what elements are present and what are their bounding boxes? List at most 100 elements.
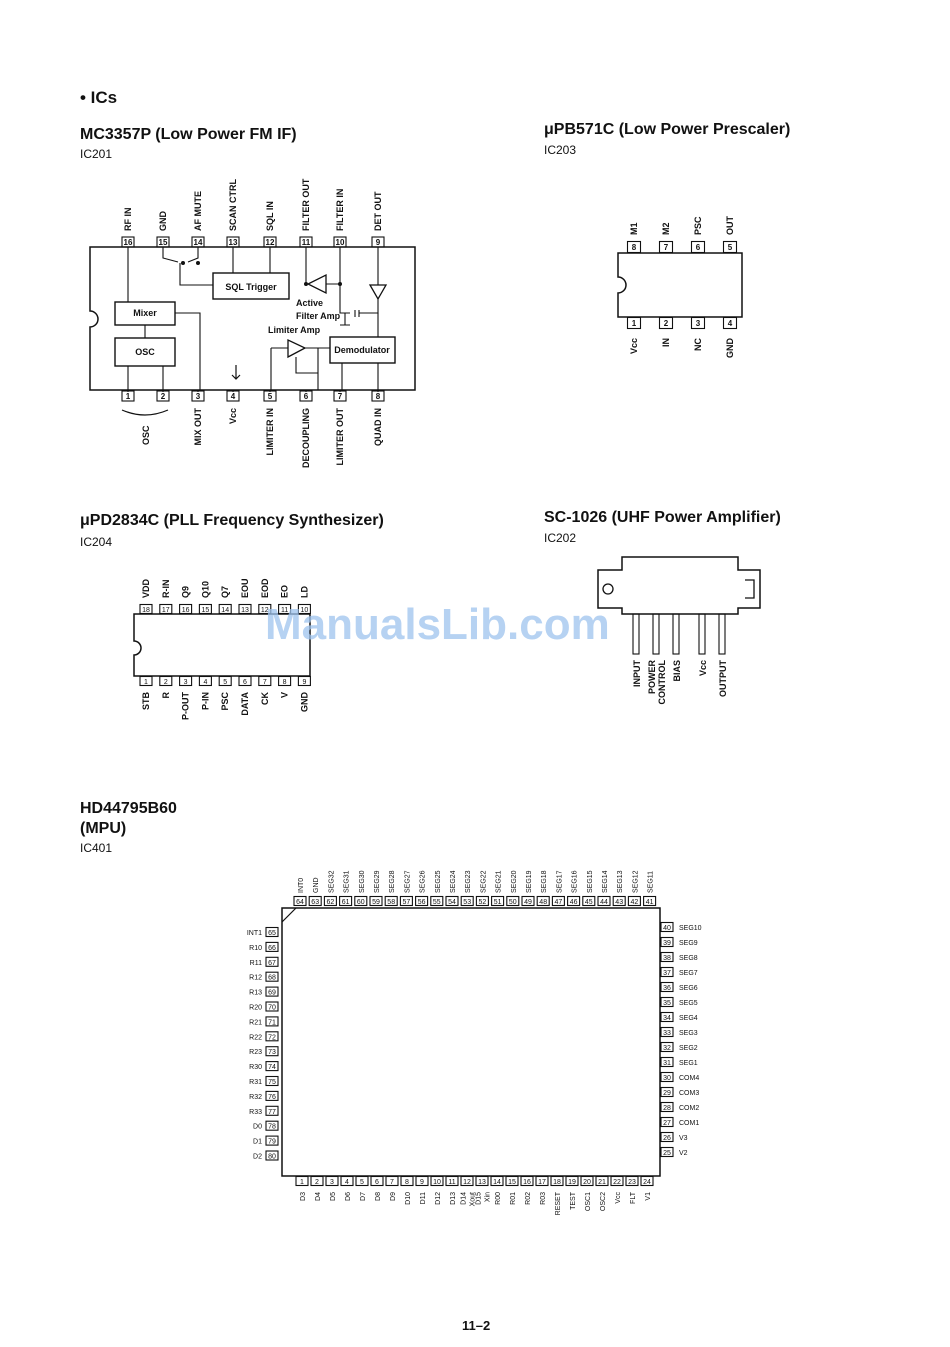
hd44795-pin-8-box [400, 1175, 414, 1187]
hd44795-pin-66-box [265, 941, 279, 952]
hd44795-pin-24-label: V1 [645, 1192, 652, 1201]
hd44795-pin-59-box [369, 895, 383, 907]
hd44795-pin-31-label: SEG1 [679, 1060, 698, 1067]
hd44795-pin-18-label: RESET [555, 1191, 562, 1215]
hd44795-pin-5-label: D7 [360, 1192, 367, 1201]
hd44795-pin-72-number: 72 [268, 1034, 276, 1041]
mc3357p-pin-4-label: Vcc [228, 408, 238, 424]
hd44795-pin-17-number: 17 [538, 1179, 546, 1186]
hd44795-pin-26-label: V3 [679, 1135, 688, 1142]
upd2834c-pin-17-number: 17 [162, 607, 170, 614]
hd44795-pin-46-box [567, 895, 581, 907]
upd2834c-pin-10-label: LD [299, 586, 309, 598]
hd44795-pin-13-number: 13 [478, 1179, 486, 1186]
hd44795-pin-22-number: 22 [613, 1179, 621, 1186]
hd44795-pin-5-box [355, 1175, 369, 1187]
mc3357p-pin-9-label: DET OUT [373, 191, 383, 231]
hd44795-pin-71-number: 71 [268, 1019, 276, 1026]
hd44795-pin-59-number: 59 [372, 899, 380, 906]
hd44795-pin-57-label: SEG27 [404, 870, 411, 893]
mc3357p-pin-1-number: 1 [126, 392, 131, 401]
hd44795-pin-18-box [550, 1175, 564, 1187]
hd44795-pin-62-label: SEG32 [328, 870, 335, 893]
upd2834c-pin-1-number: 1 [144, 679, 148, 686]
upd2834c-pin-15-label: Q10 [200, 581, 210, 598]
sc1026-pin-2-label-1: POWER [647, 660, 657, 695]
hd44795-pin-63-number: 63 [311, 899, 319, 906]
hd44795-pin-67-number: 67 [268, 960, 276, 967]
hd44795-pin-62-box [323, 895, 337, 907]
mc3357p-pin-11-label: FILTER OUT [301, 178, 311, 231]
hd44795-pin-55-number: 55 [433, 899, 441, 906]
hd44795-pin-6-number: 6 [375, 1179, 379, 1186]
sc1026-pin-3-label: BIAS [672, 660, 682, 682]
hd44795-pin-23-number: 23 [628, 1179, 636, 1186]
hd44795-pin-42-box [627, 895, 641, 907]
upd2834c-pin-3-label: P-OUT [181, 692, 191, 721]
hd44795-pin-76-number: 76 [268, 1094, 276, 1101]
upd2834c-pin-5-number: 5 [223, 679, 227, 686]
mc3357p-pin-12-label: SQL IN [265, 201, 275, 231]
hd44795-pin-50-label: SEG20 [511, 870, 518, 893]
upb571c-title: μPB571C (Low Power Prescaler) [544, 121, 791, 138]
hd44795-pin-9-box [415, 1175, 429, 1187]
sc1026-ref: IC202 [544, 531, 577, 545]
hd44795-pin-10-label: D12 [435, 1192, 442, 1205]
hd44795-ref: IC401 [80, 841, 113, 855]
hd44795-pin-28-label: COM2 [679, 1105, 699, 1112]
hd44795-pin-60-number: 60 [357, 899, 365, 906]
upd2834c-pin-17-label: R-IN [161, 580, 171, 599]
hd44795-pin-15-box [505, 1175, 519, 1187]
upd2834c-pin-6-label: DATA [240, 692, 250, 716]
demodulator-block [329, 336, 396, 364]
hd44795-pin-31-number: 31 [663, 1060, 671, 1067]
hd44795-pin-12-label-1: D14 [461, 1192, 468, 1205]
hd44795-pin-23-box [625, 1175, 639, 1187]
hd44795-pin-39-number: 39 [663, 940, 671, 947]
hd44795-pins: 64INT063GND62SEG3261SEG3160SEG3059SEG295… [247, 870, 702, 1215]
hd44795-pin-10-number: 10 [433, 1179, 441, 1186]
hd44795-pin-39-label: SEG9 [679, 940, 698, 947]
hd44795-pin-25-number: 25 [663, 1150, 671, 1157]
upb571c-pin-1-label: Vcc [629, 338, 639, 354]
upd2834c-pin-4-label: P-IN [200, 692, 210, 710]
hd44795-pin-45-box [582, 895, 596, 907]
hd44795-pin-67-box [265, 956, 279, 967]
hd44795-pin-52-number: 52 [479, 899, 487, 906]
osc-pins-label: OSC [141, 425, 151, 445]
mc3357p-pin-1-box [121, 390, 135, 402]
upb571c-pin-8-label: M1 [629, 222, 639, 235]
mc3357p-pin-8-box [371, 390, 385, 402]
hd44795-pin-60-box [354, 895, 368, 907]
upd2834c-pin-2-label: R [161, 692, 171, 699]
hd44795-pin-21-number: 21 [598, 1179, 606, 1186]
hd44795-pin-10-box [430, 1175, 444, 1187]
hd44795-pin-19-label: TEST [570, 1191, 577, 1210]
upb571c-pin-6-number: 6 [696, 243, 701, 252]
sc1026-pin-3-lead [672, 613, 680, 655]
hd44795-pin-63-label: GND [313, 877, 320, 893]
hd44795-pin-7-label: D9 [390, 1192, 397, 1201]
mc3357p-pin-7-number: 7 [338, 392, 343, 401]
hd44795-pin-47-number: 47 [555, 899, 563, 906]
hd44795-pin-13-label-2: Xin [485, 1192, 492, 1202]
hd44795-pin-6-box [370, 1175, 384, 1187]
hd44795-pin-65-number: 65 [268, 930, 276, 937]
hd44795-pin-45-number: 45 [585, 899, 593, 906]
upd2834c-pin-11-label: EO [280, 585, 290, 598]
hd44795-pin-8-label: D10 [405, 1192, 412, 1205]
hd44795-pin-50-number: 50 [509, 899, 517, 906]
mc3357p-pin-11-number: 11 [302, 238, 311, 247]
hd44795-pin-16-box [520, 1175, 534, 1187]
upd2834c-pin-14-number: 14 [221, 607, 229, 614]
hd44795-pin-36-label: SEG6 [679, 985, 698, 992]
mc3357p-pin-14-label: AF MUTE [193, 191, 203, 231]
hd44795-pin-24-box [640, 1175, 654, 1187]
hd44795-pin-75-number: 75 [268, 1079, 276, 1086]
upb571c-pin-8-number: 8 [632, 243, 637, 252]
mc3357p-pin-13-number: 13 [229, 238, 238, 247]
hd44795-pin-37-number: 37 [663, 970, 671, 977]
upd2834c-pin-13-label: EOU [240, 578, 250, 598]
